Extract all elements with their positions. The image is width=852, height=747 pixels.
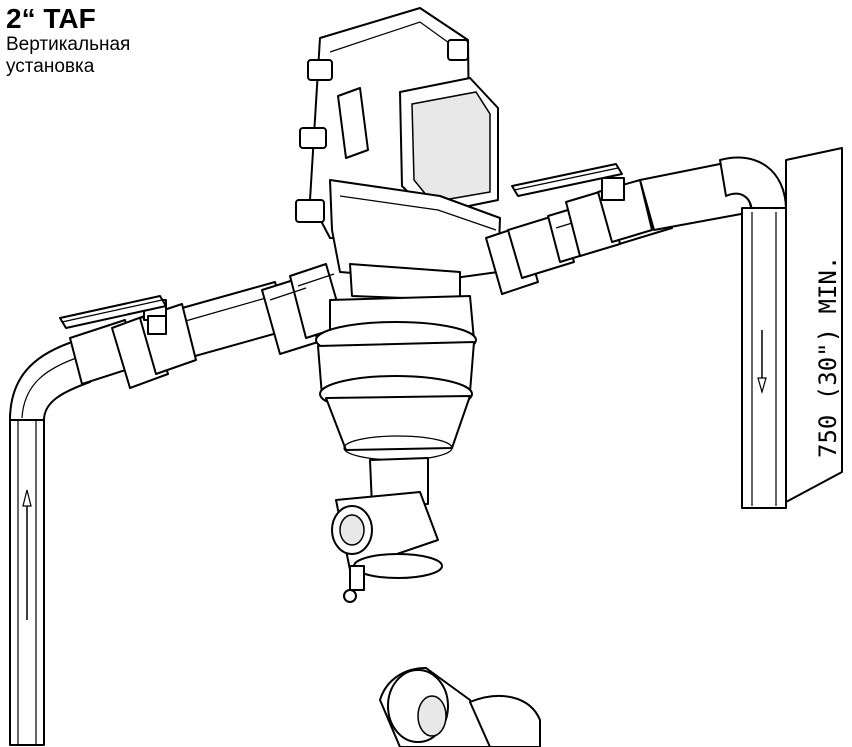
left-ball-valve <box>59 295 197 389</box>
subtitle-line-2: установка <box>6 56 95 77</box>
page-title: 2“ TAF <box>6 3 96 34</box>
lower-fitting <box>379 667 541 747</box>
flow-arrow-down-icon <box>757 330 767 395</box>
filter-bowl <box>315 295 477 507</box>
header: 2“ TAF Вертикальная установка <box>6 4 130 78</box>
drain-valve <box>331 491 443 603</box>
right-vertical-pipe <box>741 207 787 509</box>
filter-head <box>295 7 501 301</box>
subtitle-line-1: Вертикальная <box>6 34 131 55</box>
flow-arrow-up-icon <box>22 489 32 620</box>
right-ball-valve <box>511 163 653 257</box>
dimension-label: 750 (30") MIN. <box>814 256 842 458</box>
dimension-bracket <box>785 147 843 503</box>
